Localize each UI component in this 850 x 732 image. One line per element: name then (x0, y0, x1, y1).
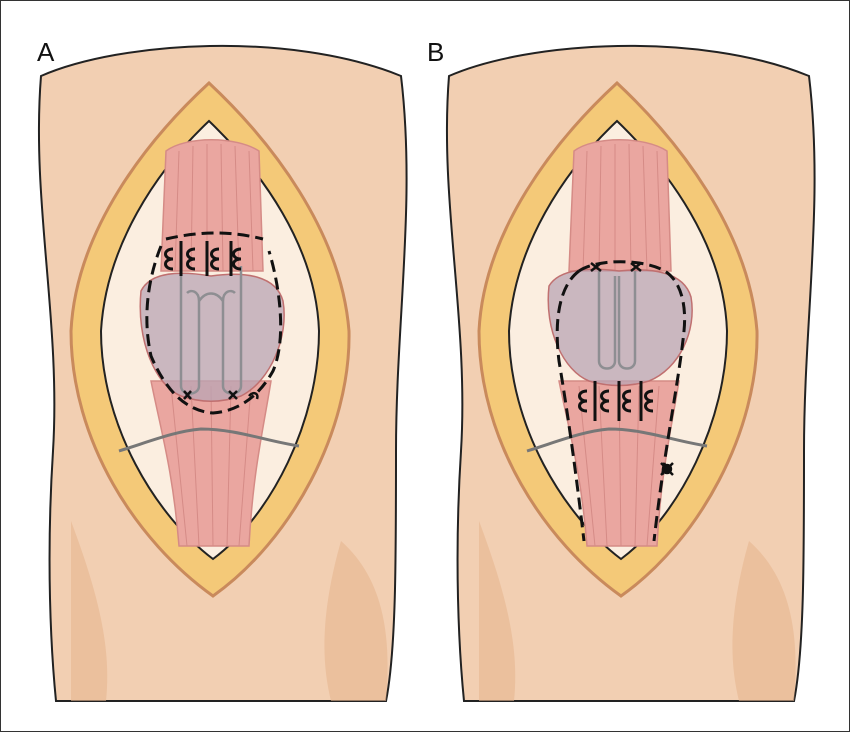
knots-b (590, 262, 674, 476)
tendon-sutures-b (578, 381, 654, 421)
panel-label-b: B (427, 37, 445, 67)
wire-loops-a (179, 266, 243, 395)
patella-a (139, 272, 285, 402)
panel-label-a: A (37, 37, 55, 67)
sutures-a (145, 231, 283, 415)
sutures-b (555, 260, 687, 542)
panel-b (445, 44, 817, 703)
knots-a (183, 390, 259, 400)
panel-a (37, 44, 409, 703)
tendon-sutures-a (164, 241, 242, 276)
wire-loops-b (597, 271, 637, 370)
